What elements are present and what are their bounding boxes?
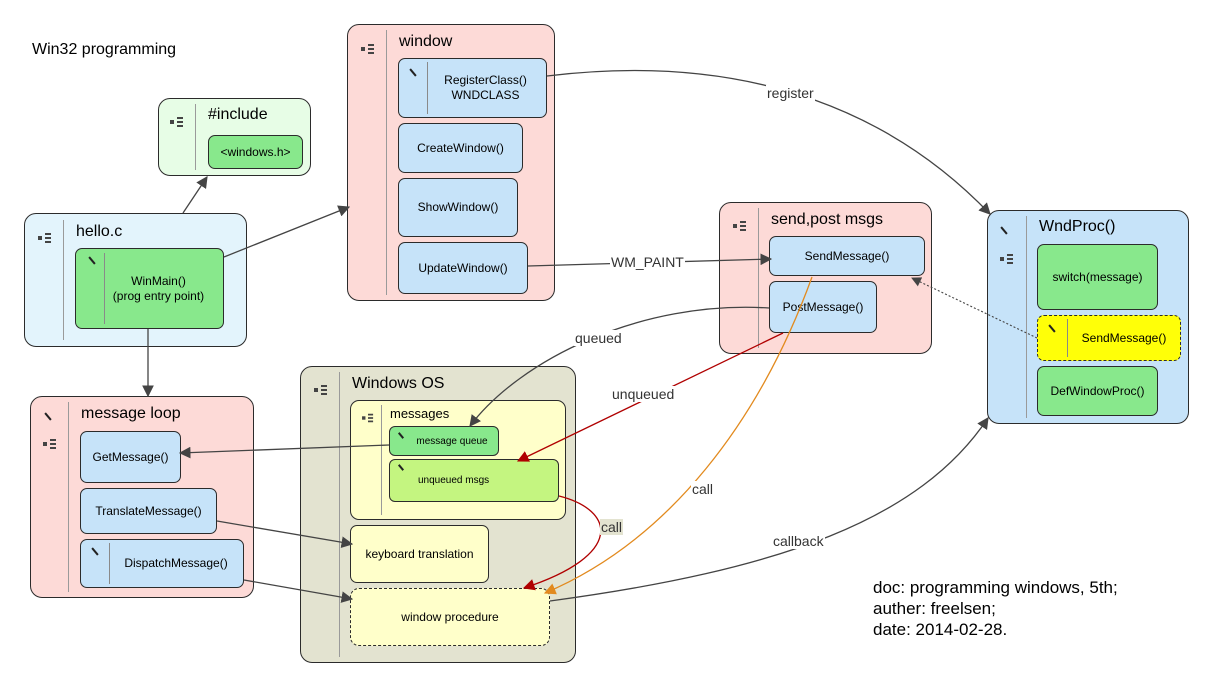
node-dispatchmessage[interactable]: DispatchMessage() xyxy=(80,539,244,588)
list-icon xyxy=(1000,254,1014,264)
note-line-date: date: 2014-02-28. xyxy=(873,620,1008,639)
node-unqueued-msgs[interactable]: unqueued msgs xyxy=(389,459,559,502)
list-icon xyxy=(43,439,57,449)
edge-label-unqueued: unqueued xyxy=(611,386,676,402)
winmain-label: WinMain() xyxy=(131,273,186,288)
group-title-messages: messages xyxy=(390,406,450,421)
group-title-window: window xyxy=(399,33,453,50)
list-icon xyxy=(362,413,374,423)
group-title-hello-c: hello.c xyxy=(76,223,123,240)
winmain-sublabel: (prog entry point) xyxy=(112,288,205,303)
note-block: doc: programming windows, 5th; auther: f… xyxy=(873,577,1118,640)
edge-label-register: register xyxy=(766,85,815,101)
edge-wndproc-sendmessage xyxy=(911,277,1038,339)
node-createwindow[interactable]: CreateWindow() xyxy=(398,123,523,173)
edge-label-wm-paint: WM_PAINT xyxy=(610,254,685,270)
node-defwindowproc[interactable]: DefWindowProc() xyxy=(1037,366,1158,416)
node-showwindow[interactable]: ShowWindow() xyxy=(398,178,518,237)
group-title-send-post: send,post msgs xyxy=(771,211,884,228)
node-message-queue[interactable]: message queue xyxy=(389,426,499,456)
registerclass-label: RegisterClass() xyxy=(444,73,527,87)
node-translatemessage[interactable]: TranslateMessage() xyxy=(80,488,217,534)
group-title-windows-os: Windows OS xyxy=(352,375,445,392)
edge-queued xyxy=(469,306,770,427)
list-icon xyxy=(38,233,52,243)
node-keyboard-translation[interactable]: keyboard translation xyxy=(350,525,489,583)
group-title-wndproc: WndProc() xyxy=(1039,218,1116,235)
group-title-message-loop: message loop xyxy=(81,405,181,422)
edge-label-call-red: call xyxy=(600,519,624,535)
diagram-title: Win32 programming xyxy=(32,41,177,58)
edge-translate-keyboard xyxy=(216,520,354,548)
edge-winmain-window xyxy=(223,205,351,258)
group-title-include: #include xyxy=(208,106,268,123)
node-winmain[interactable]: WinMain()(prog entry point) xyxy=(75,248,224,329)
edge-label-queued: queued xyxy=(574,330,623,346)
node-sendmessage[interactable]: SendMessage() xyxy=(769,236,925,276)
edge-getmessage xyxy=(178,444,390,459)
node-wndproc-sendmessage[interactable]: SendMessage() xyxy=(1037,315,1181,361)
wndclass-label: WNDCLASS xyxy=(451,88,520,102)
node-windows-h[interactable]: <windows.h> xyxy=(208,135,303,169)
node-switch-message[interactable]: switch(message) xyxy=(1037,244,1158,310)
edge-call-orange xyxy=(543,276,813,595)
note-line-doc: doc: programming windows, 5th; xyxy=(873,578,1118,597)
edge-dispatch-procedure xyxy=(243,579,354,603)
edge-label-call-orange: call xyxy=(691,481,715,497)
edge-hello-include xyxy=(182,176,208,214)
list-icon xyxy=(170,117,184,127)
edge-label-callback: callback xyxy=(772,533,825,549)
node-registerclass[interactable]: RegisterClass()WNDCLASS xyxy=(398,58,547,118)
list-icon xyxy=(314,385,328,395)
edge-callback xyxy=(549,417,989,602)
node-postmessage[interactable]: PostMessage() xyxy=(769,281,877,333)
list-icon xyxy=(733,221,747,231)
note-line-author: auther: freelsen; xyxy=(873,599,996,618)
edge-call-red xyxy=(522,495,602,591)
node-updatewindow[interactable]: UpdateWindow() xyxy=(398,242,528,294)
list-icon xyxy=(361,44,375,54)
node-window-procedure[interactable]: window procedure xyxy=(350,588,550,646)
